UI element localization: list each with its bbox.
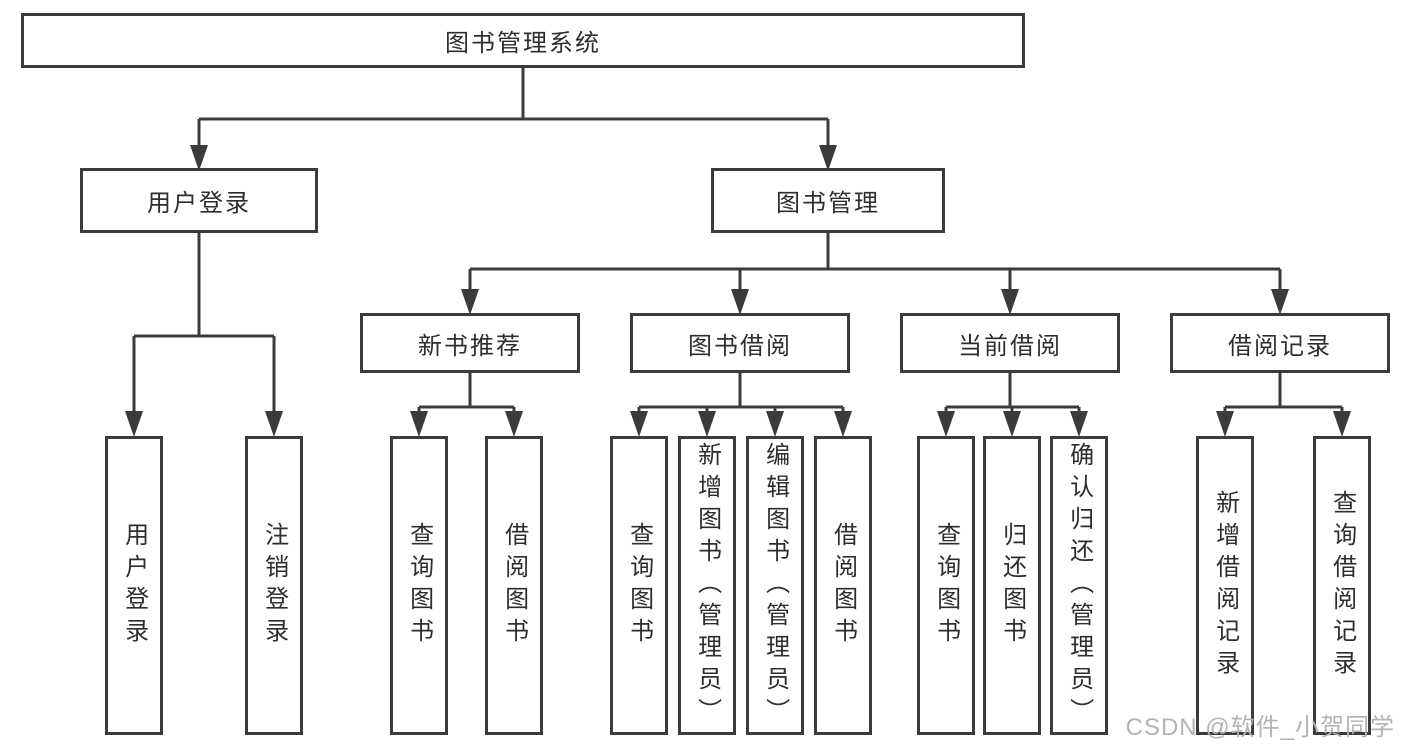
node-label: 用户登录 bbox=[147, 190, 251, 217]
node-label: 新增借阅记录 bbox=[1211, 489, 1239, 682]
node-label: 新书推荐 bbox=[418, 332, 522, 360]
node-book-borrow: 图书借阅 bbox=[630, 313, 850, 373]
node-label: 查询借阅记录 bbox=[1328, 489, 1356, 682]
leaf-return-books: 归还图书 bbox=[983, 436, 1041, 735]
leaf-edit-books-admin: 编辑图书（管理员） bbox=[746, 436, 804, 735]
node-book-management: 图书管理 bbox=[711, 168, 945, 233]
node-current-borrow: 当前借阅 bbox=[900, 313, 1120, 373]
node-label: 借阅图书 bbox=[829, 521, 857, 650]
leaf-borrow-books: 借阅图书 bbox=[814, 436, 872, 735]
leaf-query-books-recommend: 查询图书 bbox=[390, 436, 448, 735]
leaf-borrow-books-recommend: 借阅图书 bbox=[485, 436, 543, 735]
node-borrow-records: 借阅记录 bbox=[1170, 313, 1390, 373]
node-user-login: 用户登录 bbox=[80, 168, 318, 233]
node-label: 图书借阅 bbox=[688, 332, 792, 360]
leaf-logout: 注销登录 bbox=[245, 436, 303, 735]
node-label: 当前借阅 bbox=[958, 332, 1062, 360]
csdn-watermark: CSDN @软件_小贺同学 bbox=[1125, 714, 1395, 741]
node-root-system: 图书管理系统 bbox=[21, 13, 1025, 68]
leaf-query-books-current: 查询图书 bbox=[917, 436, 975, 735]
node-label: 注销登录 bbox=[260, 521, 288, 650]
node-label: 新增图书（管理员） bbox=[693, 441, 721, 730]
node-label: 查询图书 bbox=[932, 521, 960, 650]
node-label: 查询图书 bbox=[405, 521, 433, 650]
node-label: 借阅图书 bbox=[500, 521, 528, 650]
node-label: 确认归还（管理员） bbox=[1065, 441, 1093, 730]
node-label: 图书管理 bbox=[776, 190, 880, 217]
node-new-book-recommend: 新书推荐 bbox=[360, 313, 580, 373]
node-label: 借阅记录 bbox=[1228, 332, 1332, 360]
node-label: 图书管理系统 bbox=[445, 30, 601, 57]
leaf-add-borrow-record: 新增借阅记录 bbox=[1196, 436, 1254, 735]
leaf-confirm-return-admin: 确认归还（管理员） bbox=[1050, 436, 1108, 735]
node-label: 归还图书 bbox=[998, 521, 1026, 650]
node-label: 编辑图书（管理员） bbox=[761, 441, 789, 730]
node-label: 用户登录 bbox=[120, 521, 148, 650]
leaf-query-books-borrow: 查询图书 bbox=[610, 436, 668, 735]
leaf-add-books-admin: 新增图书（管理员） bbox=[678, 436, 736, 735]
node-label: 查询图书 bbox=[625, 521, 653, 650]
leaf-user-login: 用户登录 bbox=[105, 436, 163, 735]
leaf-query-borrow-record: 查询借阅记录 bbox=[1313, 436, 1371, 735]
